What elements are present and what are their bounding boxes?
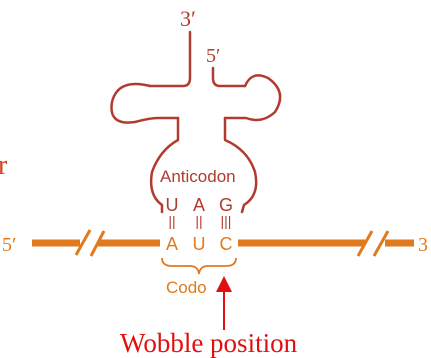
trna-5-strand [213,68,245,86]
mrna-5-end-label: 5′ [2,234,16,256]
pairing-mark: ||| [221,213,232,229]
wobble-arrow [216,276,232,330]
anticodon-label: Anticodon [160,167,236,186]
mrna-3-end-label: 3 [418,234,428,256]
pairing-mark: || [195,213,202,229]
codon-base: U [193,234,206,254]
codon-base: A [166,234,178,254]
codon-brace [162,258,236,274]
trna-5-end-label: 5′ [206,45,220,67]
pairing-mark: || [168,213,175,229]
trna-3-end-label: 3′ [180,6,196,31]
trna-3-strand [150,32,190,86]
anticodon-base: G [219,195,233,215]
trna-d-arm [111,84,178,123]
codon-base: C [220,234,233,254]
anticodon-base: A [193,195,205,215]
wobble-position-label: Wobble position [120,328,298,358]
trna-t-arm [225,75,280,120]
codon-label: Codo [166,278,207,297]
anticodon-base: U [166,195,179,215]
